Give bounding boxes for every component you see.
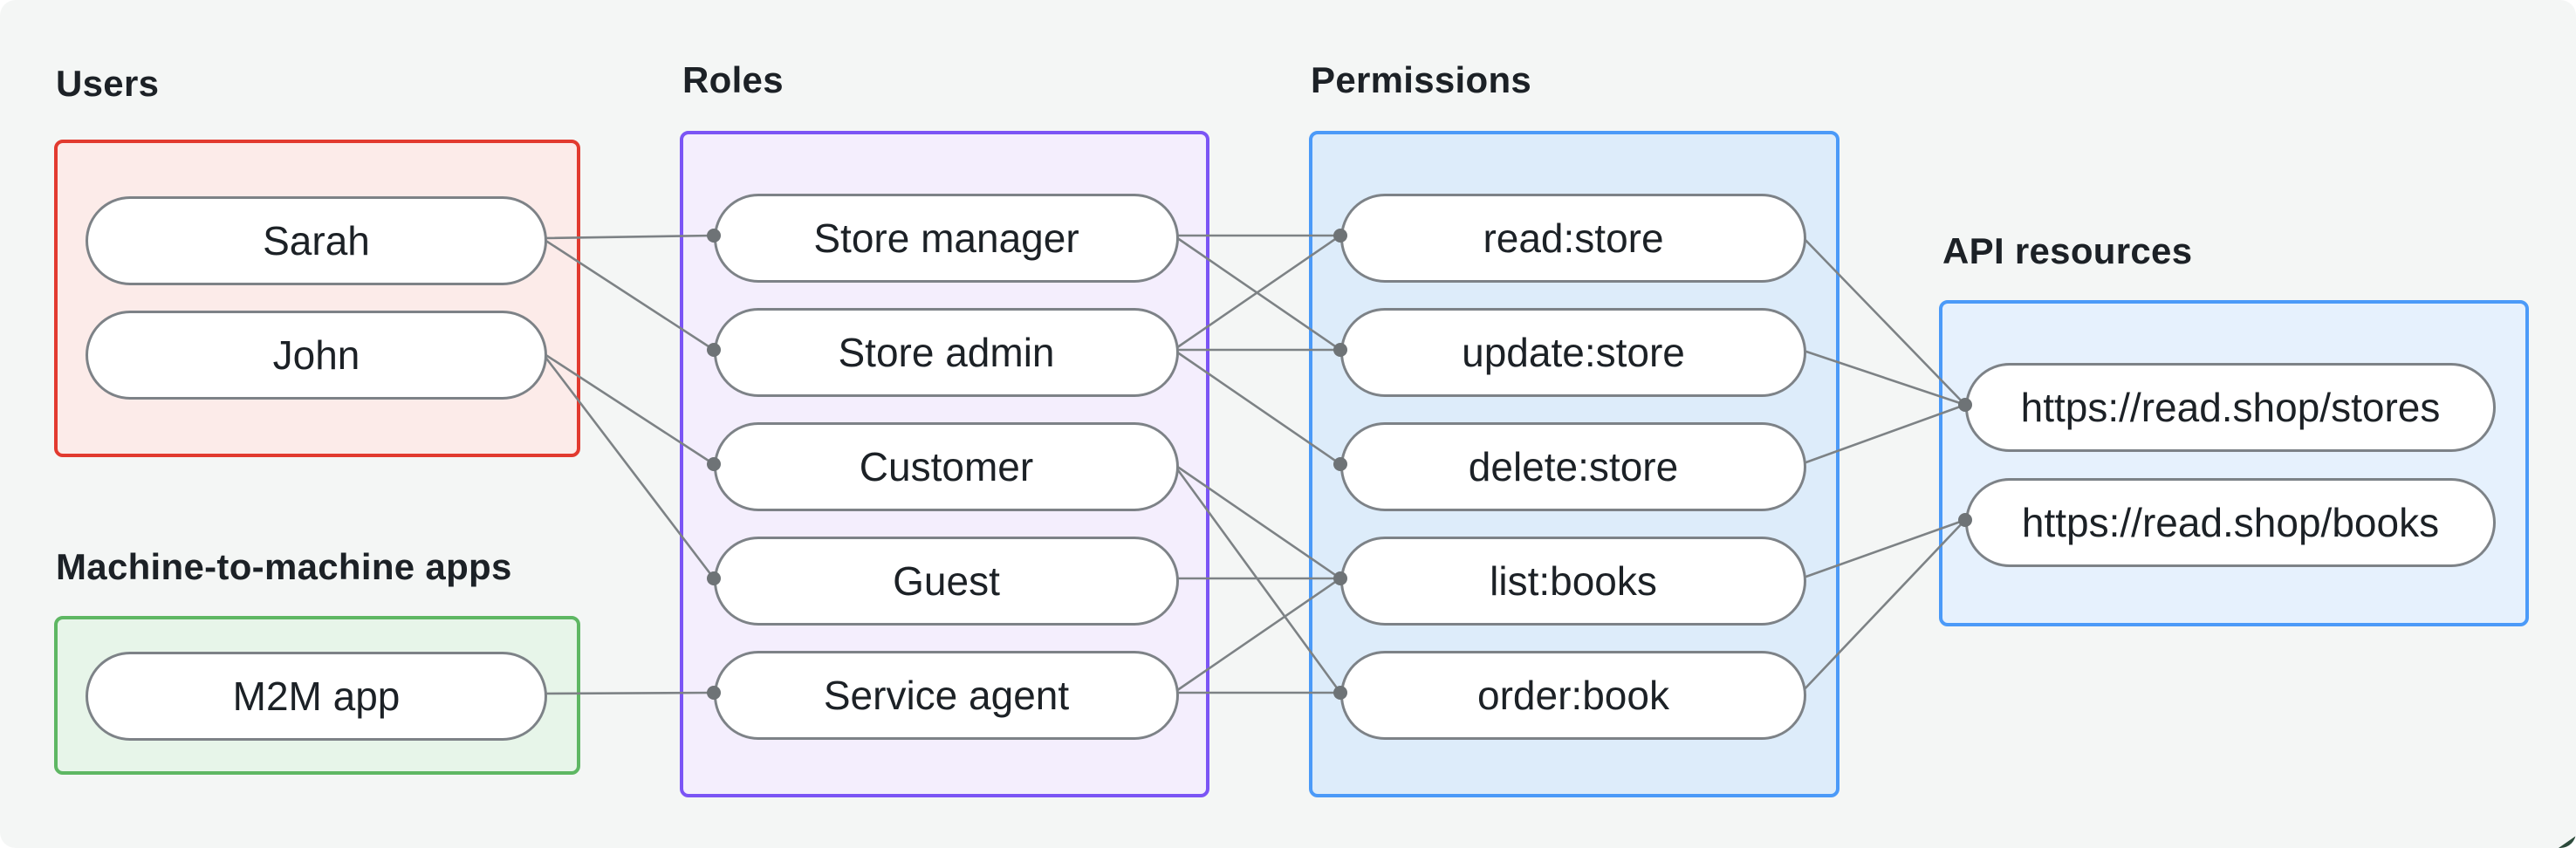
node-list-books: list:books <box>1340 537 1806 626</box>
node-delete-store: delete:store <box>1340 422 1806 511</box>
node-m2m-app: M2M app <box>86 652 547 741</box>
edge-update-store-to-stores <box>1799 348 1967 407</box>
edge-store-admin-to-delete-store <box>1172 348 1342 466</box>
node-store-manager: Store manager <box>714 194 1179 283</box>
node-guest: Guest <box>714 537 1179 626</box>
node-service-agent: Service agent <box>714 651 1179 740</box>
api-resources-group-box <box>1939 300 2529 626</box>
users-group-label: Users <box>56 63 160 104</box>
node-store-admin: Store admin <box>714 308 1179 397</box>
edge-sarah-to-store-admin <box>540 236 716 352</box>
users-group-box <box>54 140 580 457</box>
edge-order-book-to-books <box>1799 518 1967 694</box>
edge-john-to-customer <box>540 351 716 466</box>
node-resource-books: https://read.shop/books <box>1965 478 2496 567</box>
roles-group-label: Roles <box>682 59 784 100</box>
m2m-apps-group-label: Machine-to-machine apps <box>56 546 512 587</box>
edge-customer-to-list-books <box>1172 462 1342 580</box>
node-john: John <box>86 311 547 400</box>
edge-delete-store-to-stores <box>1799 403 1967 466</box>
node-read-store: read:store <box>1340 194 1806 283</box>
node-resource-stores: https://read.shop/stores <box>1965 363 2496 452</box>
edge-store-admin-to-read-store <box>1172 234 1342 352</box>
edge-service-agent-to-list-books <box>1172 577 1342 694</box>
edge-m2m-app-to-service-agent <box>540 691 716 695</box>
edge-read-store-to-stores <box>1799 234 1967 407</box>
node-order-book: order:book <box>1340 651 1806 740</box>
edge-sarah-to-store-manager <box>540 234 716 240</box>
edge-list-books-to-books <box>1799 518 1967 580</box>
node-sarah: Sarah <box>86 196 547 285</box>
edge-john-to-guest <box>540 351 716 580</box>
node-update-store: update:store <box>1340 308 1806 397</box>
api-resources-group-label: API resources <box>1942 230 2193 271</box>
permissions-group-label: Permissions <box>1311 59 1532 100</box>
node-customer: Customer <box>714 422 1179 511</box>
